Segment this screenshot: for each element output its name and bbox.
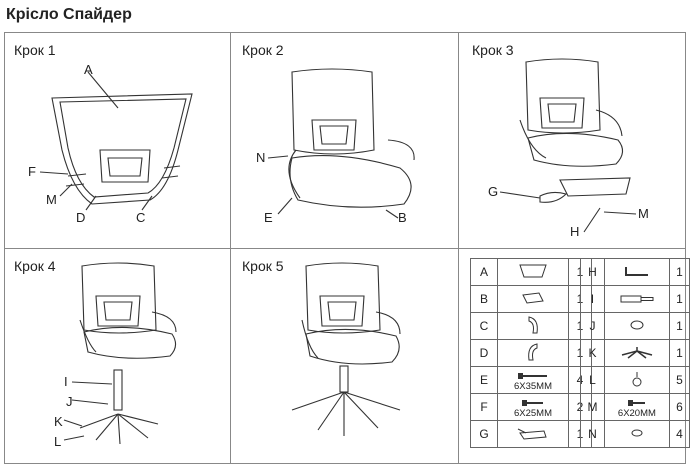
part-row-m: M 6X20MM 6 (580, 393, 690, 421)
callout-h: H (570, 224, 580, 239)
step-4-label: Крок 4 (14, 258, 56, 274)
part-qty: 1 (668, 312, 690, 340)
divider-h (4, 248, 686, 249)
part-qty: 6 (668, 393, 690, 421)
step-5-drawing (291, 262, 401, 436)
step-4-drawing (63, 262, 177, 445)
part-letter: C (470, 312, 498, 340)
step-2-drawing (267, 68, 415, 219)
callout-f: F (28, 164, 36, 179)
callout-d: D (76, 210, 86, 225)
callout-i: I (64, 374, 68, 389)
callout-e: E (264, 210, 273, 225)
screw-icon: 6X20MM (603, 393, 670, 421)
callout-a: A (84, 62, 93, 77)
part-letter: I (580, 285, 605, 313)
step-3-drawing (499, 58, 637, 233)
part-letter: L (580, 366, 605, 394)
part-letter: N (580, 420, 605, 448)
long-bolt-icon: 6X35MM (497, 366, 569, 394)
right-armrest-icon (497, 312, 569, 340)
page-title: Крісло Спайдер (6, 6, 132, 23)
callout-k: K (54, 414, 63, 429)
part-letter: F (470, 393, 498, 421)
part-letter: M (580, 393, 605, 421)
washer-icon (603, 420, 670, 448)
step-1-drawing (39, 71, 193, 211)
left-armrest-icon (497, 339, 569, 367)
part-qty: 4 (668, 420, 690, 448)
mechanism-icon (497, 420, 569, 448)
part-letter: H (580, 258, 605, 286)
part-letter: A (470, 258, 498, 286)
callout-l: L (54, 434, 62, 449)
part-size: 6X35MM (513, 381, 552, 392)
part-qty: 1 (668, 285, 690, 313)
seat-icon (497, 285, 569, 313)
callout-c: C (136, 210, 146, 225)
callout-j: J (66, 394, 73, 409)
short-bolt-icon: 6X25MM (497, 393, 569, 421)
hex-key-icon (603, 258, 670, 286)
step-5-label: Крок 5 (242, 258, 284, 274)
part-letter: B (470, 285, 498, 313)
step-3-label: Крок 3 (472, 42, 514, 58)
star-base-icon (603, 339, 670, 367)
part-letter: K (580, 339, 605, 367)
part-letter: G (470, 420, 498, 448)
step-1-label: Крок 1 (14, 42, 56, 58)
callout-b: B (398, 210, 407, 225)
part-letter: E (470, 366, 498, 394)
part-size: 6X20MM (617, 408, 656, 419)
part-qty: 5 (668, 366, 690, 394)
callout-g: G (488, 184, 499, 199)
gas-lift-icon (603, 285, 670, 313)
part-qty: 1 (668, 258, 690, 286)
callout-m3: M (638, 206, 649, 221)
callout-n: N (256, 150, 266, 165)
part-size: 6X25MM (513, 408, 552, 419)
callout-m: M (46, 192, 57, 207)
step-2-label: Крок 2 (242, 42, 284, 58)
backrest-icon (497, 258, 569, 286)
caster-icon (603, 366, 670, 394)
part-qty: 1 (668, 339, 690, 367)
part-letter: J (580, 312, 605, 340)
dust-cover-icon (603, 312, 670, 340)
part-letter: D (470, 339, 498, 367)
